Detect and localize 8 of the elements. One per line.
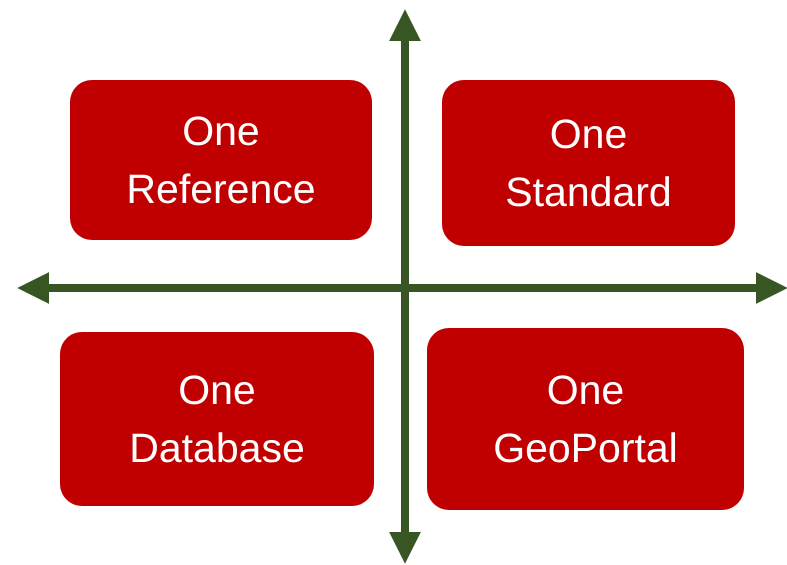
box-label: One GeoPortal — [493, 366, 678, 473]
box-label: One Reference — [126, 107, 316, 214]
box-label: One Database — [128, 366, 306, 473]
quadrant-box — [60, 332, 374, 506]
quadrant-box — [70, 80, 372, 240]
quadrant-box — [442, 80, 735, 246]
quadrant-box — [427, 328, 744, 510]
box-label: One Standard — [505, 110, 672, 217]
